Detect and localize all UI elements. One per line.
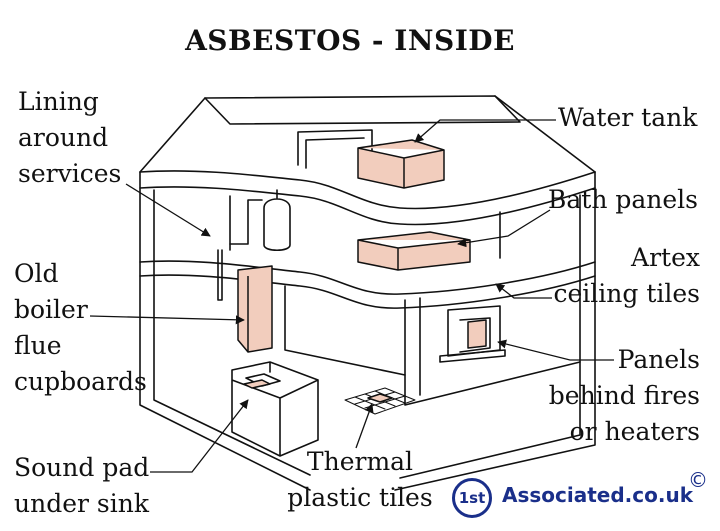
sink-unit (231, 361, 319, 457)
leader-boiler (89, 315, 245, 325)
attic-floor-front (139, 186, 596, 226)
fire-grate (439, 349, 506, 363)
label-artex-ceiling-tiles: Artex ceiling tiles (553, 243, 701, 308)
cylinder-pipe (229, 199, 263, 245)
leader-panels (497, 339, 614, 361)
leader-artex (495, 283, 552, 299)
label-thermal-plastic-tiles: Thermal plastic tiles (287, 447, 433, 512)
label-sound-pad-under-sink: Sound pad under sink (14, 453, 150, 518)
label-panels-behind-fires: Panels behind fires or heaters (548, 345, 700, 446)
page-title: ASBESTOS - INSIDE (185, 24, 515, 57)
attic-floor (139, 170, 596, 210)
thermal-tile-shape (367, 393, 393, 403)
label-water-tank: Water tank (558, 103, 698, 132)
label-old-boiler-flue-cupboards: Old boiler flue cupboards (14, 259, 147, 396)
leader-water-tank (414, 119, 556, 143)
fire-panel-shape (467, 319, 487, 349)
ground-back-wall (284, 285, 406, 376)
label-lining-around-services: Lining around services (18, 87, 122, 188)
inner-left-wall (153, 189, 311, 476)
hot-water-cylinder (263, 189, 291, 252)
copyright-symbol: © (688, 468, 708, 492)
leader-sound-pad (150, 399, 249, 473)
leader-bath-panels (457, 209, 551, 248)
service-pipes (217, 129, 373, 301)
roof-outline (139, 95, 596, 173)
leader-lining (125, 183, 211, 237)
bath-panel-shape (357, 231, 471, 271)
leader-thermal (355, 403, 374, 449)
boiler-flue-cupboard-shape (237, 265, 273, 353)
inner-right-wall (399, 194, 581, 479)
ground-partition (404, 297, 581, 406)
logo-badge: 1st (452, 478, 492, 518)
middle-floor-front (139, 274, 596, 309)
roof-back-edge (204, 95, 521, 125)
middle-floor (139, 260, 596, 295)
water-tank-shape (357, 139, 445, 189)
left-outer-wall (139, 171, 311, 491)
right-outer-wall (394, 171, 596, 491)
label-bath-panels: Bath panels (548, 185, 698, 214)
sound-pad-shape (243, 379, 271, 389)
logo-text: Associated.co.uk (502, 483, 694, 507)
upper-back-wall (229, 195, 501, 259)
